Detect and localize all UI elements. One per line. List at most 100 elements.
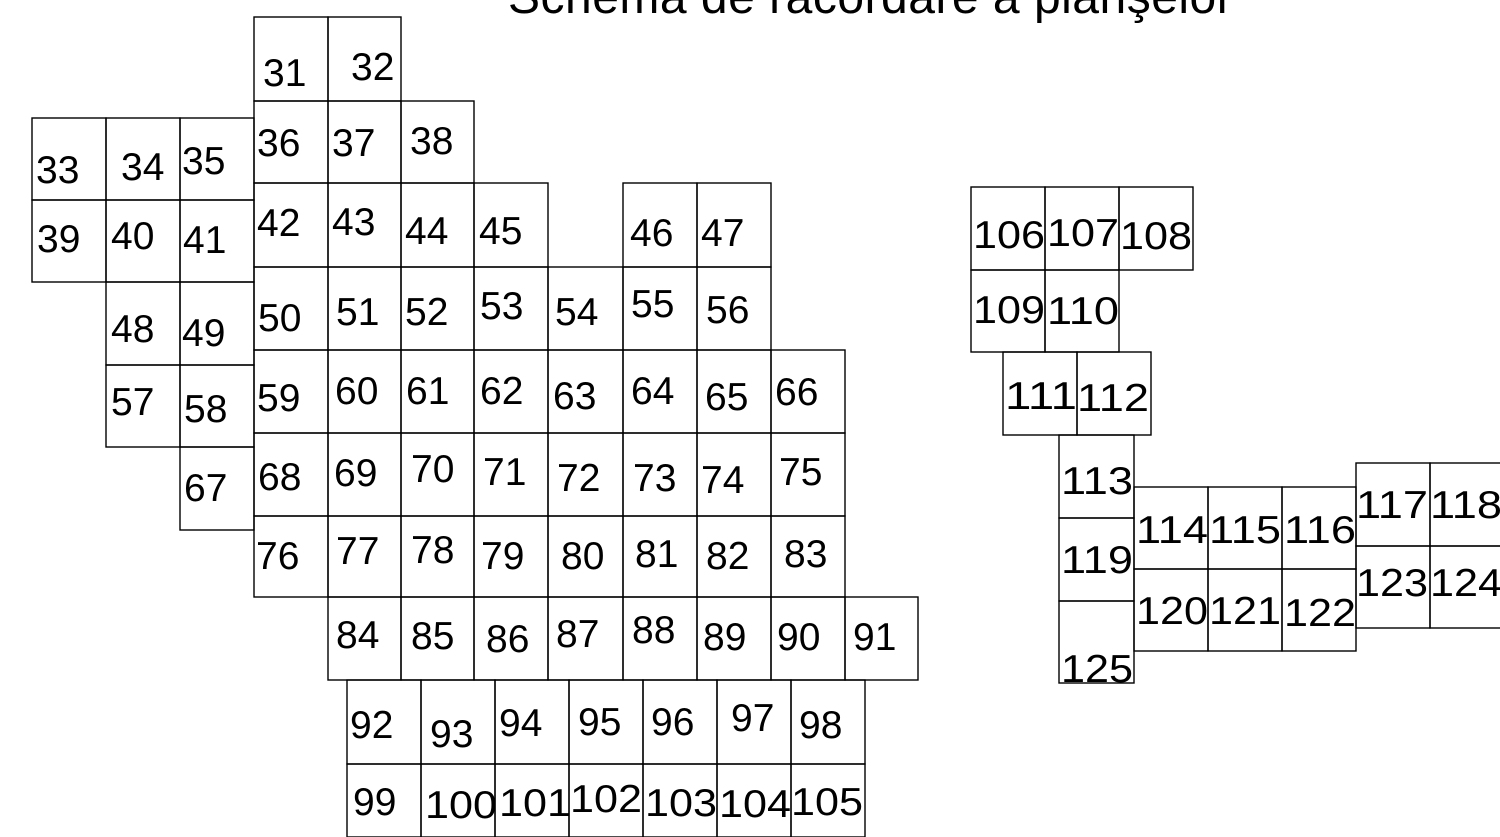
sheet-cell: 124 [1429, 545, 1500, 629]
sheet-number: 32 [351, 46, 394, 89]
sheet-cell: 65 [696, 349, 772, 434]
sheet-number: 48 [111, 308, 154, 351]
sheet-number: 100 [425, 784, 497, 827]
sheet-cell: 32 [327, 16, 402, 102]
sheet-number: 85 [411, 615, 454, 658]
sheet-cell: 66 [770, 349, 846, 434]
sheet-cell: 85 [400, 596, 475, 681]
sheet-cell: 69 [327, 432, 402, 517]
sheet-cell: 113 [1058, 434, 1135, 519]
sheet-cell: 58 [179, 364, 255, 448]
sheet-cell: 80 [547, 515, 624, 598]
sheet-cell: 35 [179, 117, 255, 201]
sheet-cell: 110 [1044, 269, 1120, 353]
sheet-number: 57 [111, 381, 154, 424]
sheet-number: 88 [632, 609, 675, 652]
sheet-number: 78 [411, 529, 454, 572]
sheet-cell: 109 [970, 269, 1046, 353]
sheet-number: 97 [731, 697, 774, 740]
sheet-number: 118 [1430, 484, 1500, 527]
sheet-number: 42 [257, 202, 300, 245]
sheet-number: 71 [483, 451, 526, 494]
sheet-number: 47 [701, 212, 744, 255]
sheet-number: 83 [784, 533, 827, 576]
sheet-cell: 51 [327, 266, 402, 351]
sheet-cell: 86 [473, 596, 549, 681]
sheet-cell: 95 [568, 679, 644, 765]
diagram-title: Schema de racordare a planşelor [508, 0, 1233, 25]
sheet-cell: 36 [253, 100, 329, 184]
sheet-cell: 119 [1058, 517, 1135, 602]
sheet-number: 64 [631, 370, 674, 413]
sheet-cell: 99 [346, 763, 422, 837]
sheet-cell: 114 [1133, 486, 1209, 570]
sheet-cell: 87 [547, 596, 624, 681]
sheet-cell: 118 [1429, 462, 1500, 547]
sheet-number: 51 [336, 291, 379, 334]
sheet-number: 81 [635, 533, 678, 576]
sheet-cell: 71 [473, 432, 549, 517]
sheet-cell: 57 [105, 364, 181, 448]
sheet-cell: 39 [31, 199, 107, 283]
sheet-cell: 122 [1281, 568, 1357, 652]
sheet-number: 101 [499, 782, 571, 825]
sheet-cell: 54 [547, 266, 624, 351]
sheet-number: 89 [703, 616, 746, 659]
sheet-number: 124 [1430, 562, 1500, 605]
sheet-number: 33 [36, 149, 79, 192]
sheet-number: 121 [1209, 590, 1281, 633]
sheet-number: 122 [1284, 592, 1356, 635]
sheet-cell: 116 [1281, 486, 1357, 570]
sheet-cell: 78 [400, 515, 475, 598]
sheet-cell: 117 [1355, 462, 1431, 547]
sheet-cell: 46 [622, 182, 698, 268]
sheet-number: 72 [557, 457, 600, 500]
sheet-cell: 48 [105, 281, 181, 366]
sheet-number: 34 [121, 146, 164, 189]
sheet-number: 41 [183, 219, 226, 262]
sheet-cell: 52 [400, 266, 475, 351]
sheet-border [1118, 186, 1194, 271]
sheet-number: 108 [1120, 215, 1192, 258]
sheet-cell: 94 [494, 679, 570, 765]
sheet-number: 120 [1136, 590, 1208, 633]
sheet-number: 40 [111, 215, 154, 258]
sheet-cell: 89 [696, 596, 772, 681]
sheet-number: 46 [630, 212, 673, 255]
sheet-cell: 82 [696, 515, 772, 598]
sheet-border [1058, 600, 1135, 684]
sheet-cell: 96 [642, 679, 718, 765]
sheet-number: 75 [779, 451, 822, 494]
sheet-cell: 108 [1118, 186, 1194, 271]
sheet-cell: 125 [1058, 600, 1135, 691]
sheet-cell: 44 [400, 182, 475, 268]
sheet-number: 103 [645, 782, 717, 825]
sheet-number: 94 [499, 702, 542, 745]
sheet-number: 109 [973, 289, 1045, 332]
sheet-cell: 60 [327, 349, 402, 434]
sheet-number: 62 [480, 370, 523, 413]
sheet-number: 115 [1209, 509, 1281, 552]
sheet-cell: 111 [1002, 351, 1078, 436]
sheet-cell: 68 [253, 432, 329, 517]
sheet-cell: 102 [568, 763, 644, 837]
sheet-cell: 75 [770, 432, 846, 517]
sheet-number: 112 [1077, 377, 1149, 420]
sheet-cell: 123 [1355, 545, 1431, 629]
sheet-border [1429, 545, 1500, 629]
sheet-number: 123 [1356, 562, 1428, 605]
sheet-number: 53 [480, 285, 523, 328]
sheet-cell: 90 [770, 596, 846, 681]
sheet-number: 69 [334, 452, 377, 495]
sheet-number: 90 [777, 616, 820, 659]
sheet-number: 58 [184, 388, 227, 431]
sheet-number: 92 [350, 704, 393, 747]
sheet-number: 93 [430, 713, 473, 756]
sheet-cell: 101 [494, 763, 571, 837]
sheet-number: 74 [701, 459, 744, 502]
sheet-number: 76 [256, 535, 299, 578]
sheet-number: 116 [1284, 509, 1356, 552]
sheet-cell: 120 [1133, 568, 1209, 652]
sheet-number: 59 [257, 377, 300, 420]
sheet-cell: 41 [179, 199, 255, 283]
